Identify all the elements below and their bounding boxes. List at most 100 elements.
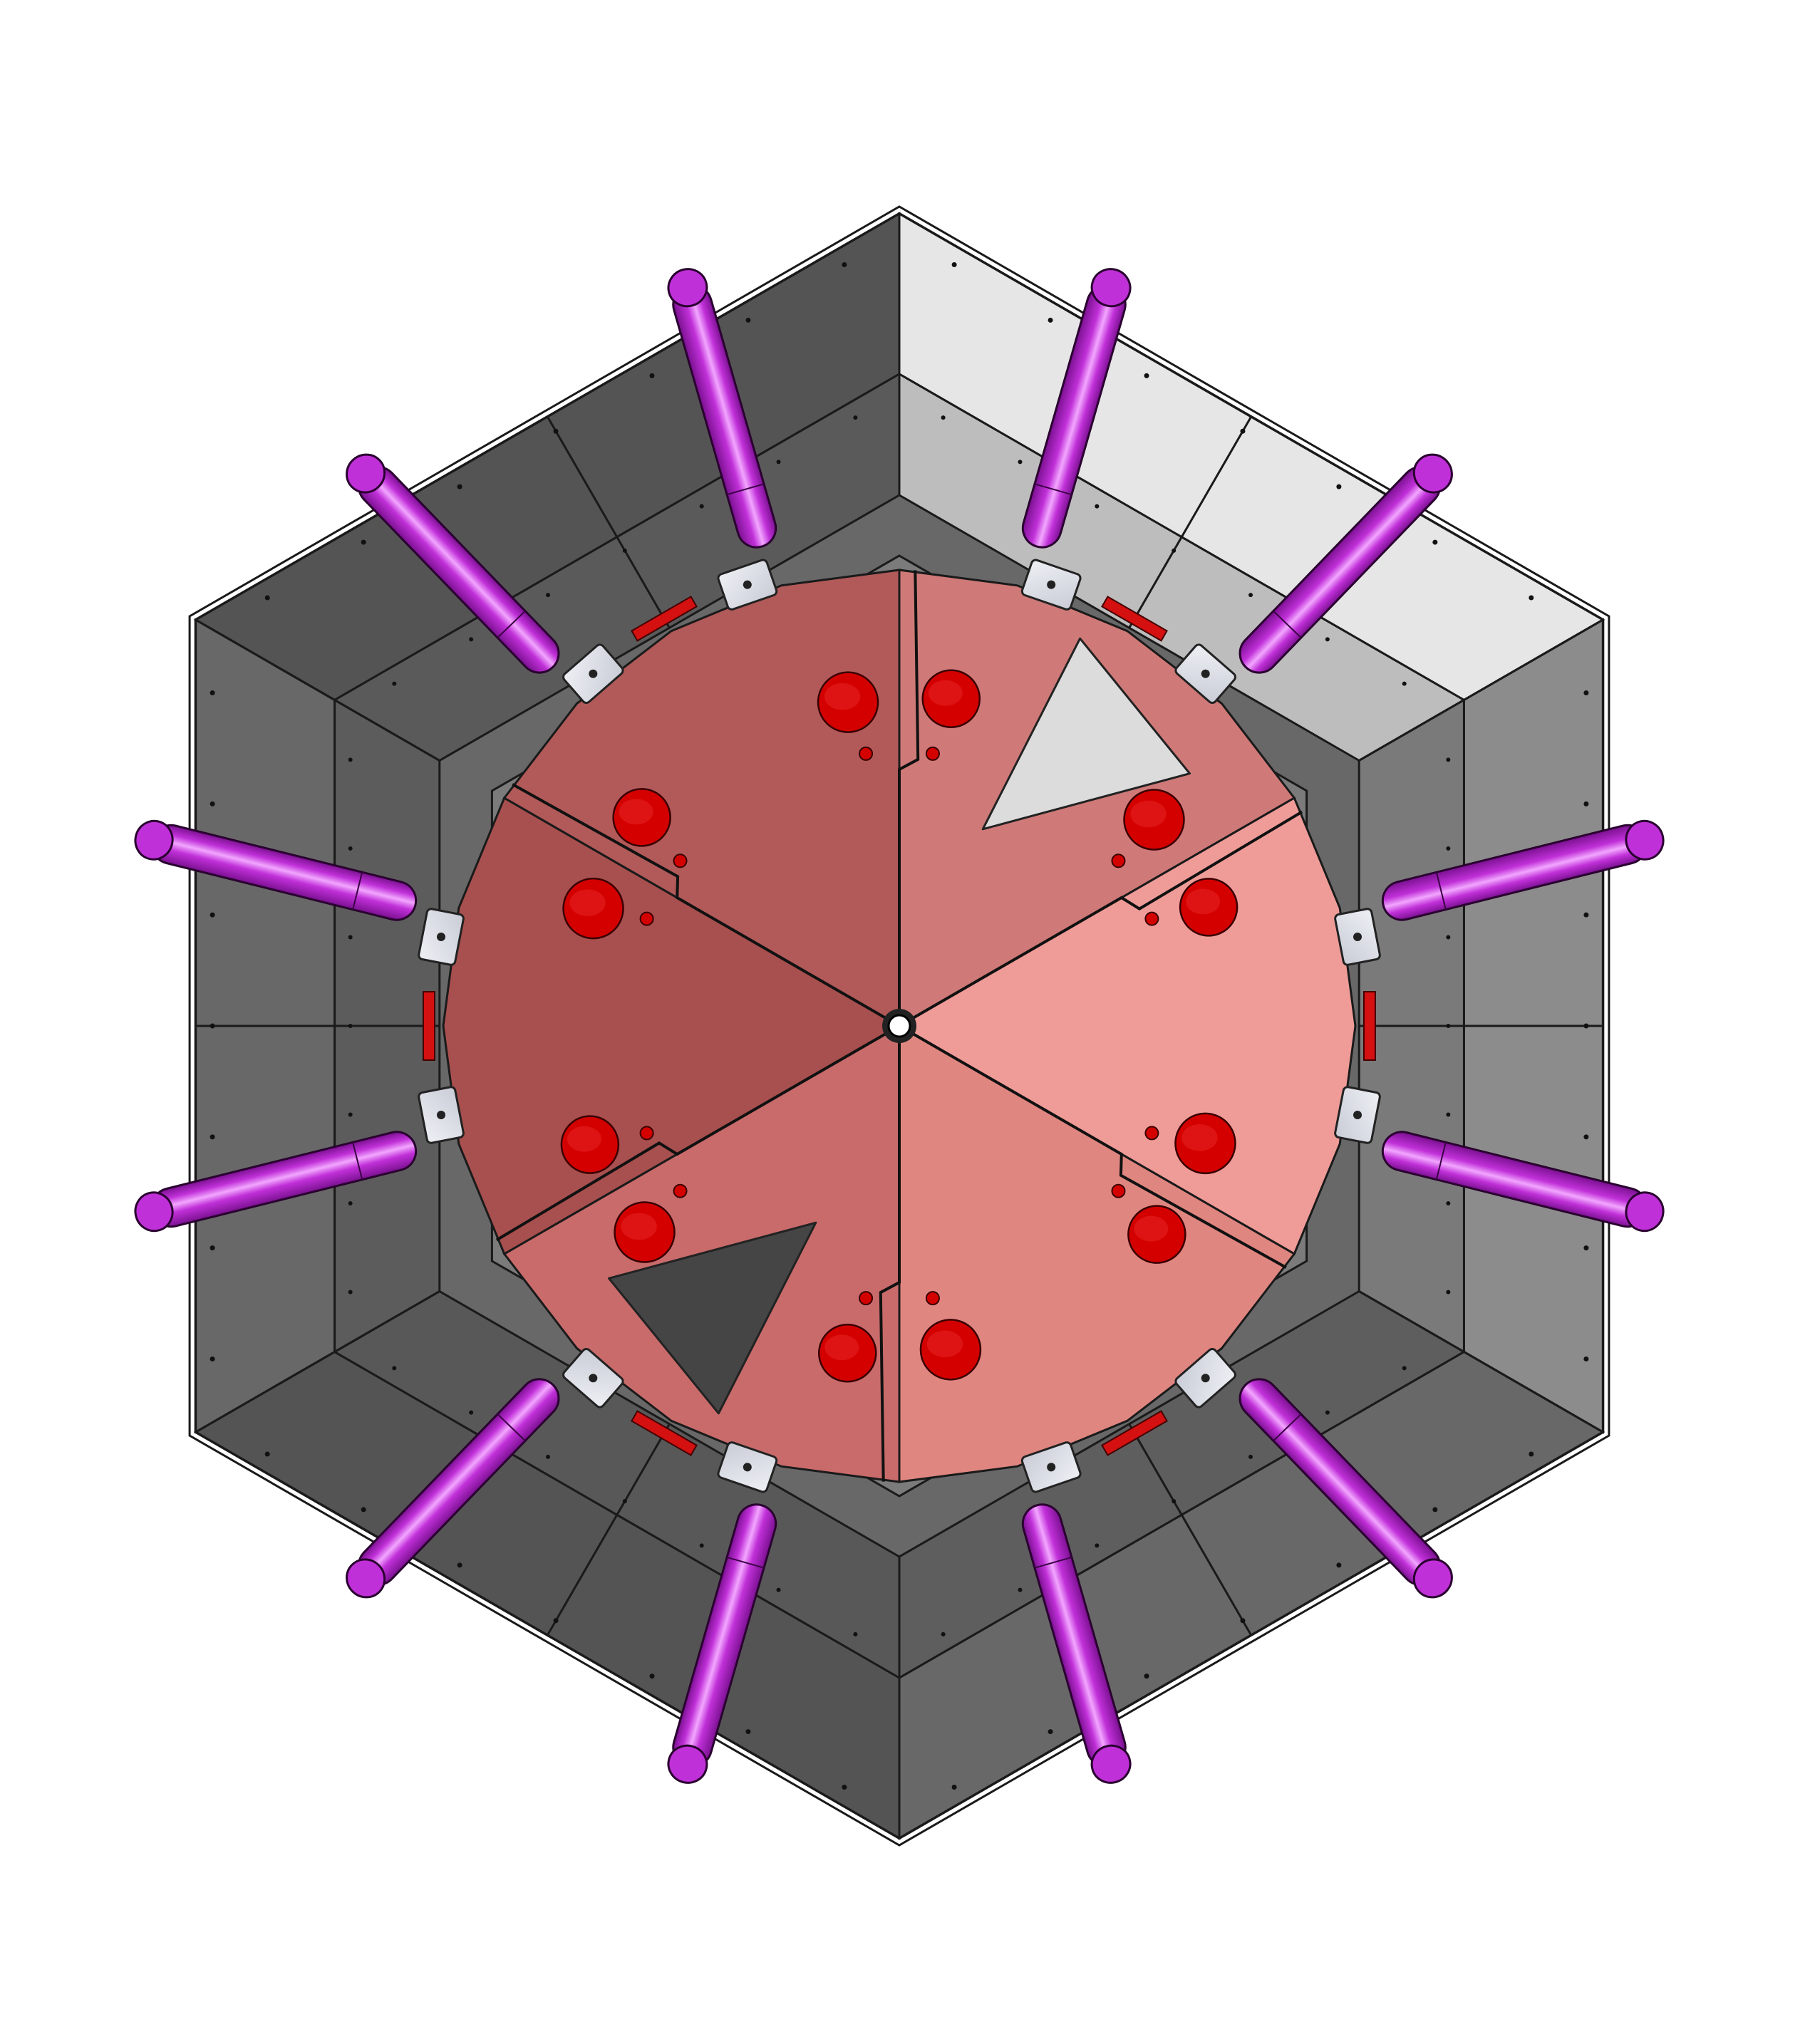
bracket <box>562 1348 624 1409</box>
rivet <box>545 593 550 598</box>
spring <box>631 1410 698 1456</box>
rod <box>134 819 418 921</box>
rivet <box>1018 460 1023 465</box>
rivet <box>210 1356 215 1361</box>
rod-body <box>672 284 777 549</box>
hole-sheen <box>824 683 861 710</box>
rivet <box>951 1784 957 1790</box>
rod <box>134 1131 418 1233</box>
rod-end-cap <box>134 1191 174 1233</box>
bracket-bolt <box>437 933 445 941</box>
segment-joint <box>495 1024 900 1242</box>
triangle-plate <box>608 1221 817 1415</box>
spring-body <box>631 596 698 642</box>
triangle-plate <box>981 637 1191 831</box>
rivet <box>1018 1587 1023 1592</box>
rod-band <box>1273 1413 1302 1442</box>
hole-sheen <box>569 889 606 917</box>
bracket <box>418 1086 465 1144</box>
rivet <box>457 484 462 489</box>
rivet <box>1240 1618 1246 1624</box>
rod <box>346 1378 560 1599</box>
rivet <box>348 757 353 762</box>
panel-seam <box>1128 416 1252 629</box>
rod <box>346 453 560 674</box>
rivet <box>1048 317 1053 323</box>
rod-body <box>357 466 560 674</box>
rod-band <box>352 872 363 910</box>
rivet <box>1325 637 1330 642</box>
spring-body <box>1101 1410 1168 1456</box>
segment-joint <box>512 783 900 1027</box>
rod <box>667 268 777 549</box>
rivet <box>1144 373 1149 378</box>
panel-seam <box>547 416 671 628</box>
rivet <box>1336 1562 1342 1568</box>
rod-body <box>1021 1503 1127 1768</box>
rivet <box>1446 1024 1451 1028</box>
hole-sheen <box>824 1334 859 1361</box>
rivet <box>699 504 704 509</box>
bracket-bolt <box>743 580 752 589</box>
center-hub <box>887 1014 911 1038</box>
small-hole <box>1111 854 1126 868</box>
small-hole <box>859 746 874 761</box>
hole-sheen <box>928 680 963 706</box>
rivet <box>1583 1023 1589 1029</box>
hole-sheen <box>1134 1215 1169 1242</box>
panel-seam <box>547 1423 671 1636</box>
small-hole <box>1144 911 1159 926</box>
hole-sheen <box>1186 888 1221 915</box>
corner-edge <box>195 1290 440 1433</box>
rivet <box>210 1245 215 1251</box>
rivet <box>1446 935 1451 940</box>
panel-seam <box>1128 1423 1252 1636</box>
rivet <box>210 1023 215 1029</box>
rivet <box>361 539 366 545</box>
rivet <box>649 373 655 378</box>
rivet <box>745 317 751 323</box>
spring-body <box>1101 596 1168 642</box>
rivet <box>745 1729 751 1735</box>
rivet <box>210 1134 215 1140</box>
small-hole <box>925 746 940 761</box>
hardware-group <box>418 559 1381 1493</box>
rod <box>1239 453 1453 674</box>
hole-sheen <box>567 1126 601 1152</box>
bracket-bolt <box>1201 1374 1210 1383</box>
rivet <box>264 595 270 601</box>
hole-sheen <box>1181 1124 1218 1151</box>
rivet <box>1402 1366 1407 1371</box>
rivet <box>1583 912 1589 918</box>
small-hole <box>639 1126 654 1141</box>
rivet <box>1240 428 1246 434</box>
small-hole <box>1144 1126 1159 1141</box>
rivet <box>1248 593 1253 598</box>
rivet <box>1529 1451 1534 1457</box>
small-hole <box>673 1183 688 1198</box>
rod-end-cap <box>1625 819 1665 861</box>
rod-end-cap <box>346 1558 386 1599</box>
rivet <box>1432 539 1438 545</box>
rivet <box>649 1674 655 1679</box>
rivet <box>699 1543 704 1548</box>
hole-sheen <box>1130 800 1167 828</box>
rivet <box>1172 1499 1177 1504</box>
bracket-bolt <box>1047 580 1056 589</box>
rivet <box>392 681 397 686</box>
rod-band <box>726 1556 765 1569</box>
rod-body <box>1381 1131 1648 1228</box>
rivet <box>1529 595 1534 601</box>
rivet <box>545 1454 550 1459</box>
rod <box>1239 1378 1453 1599</box>
rivet <box>1583 1356 1589 1361</box>
rivet <box>1583 801 1589 806</box>
rivet <box>842 1784 847 1790</box>
rod-end-cap <box>667 268 708 308</box>
rivet <box>776 1587 781 1592</box>
rod <box>1381 1131 1665 1233</box>
spring <box>1101 1410 1168 1456</box>
rivet <box>1432 1507 1438 1513</box>
